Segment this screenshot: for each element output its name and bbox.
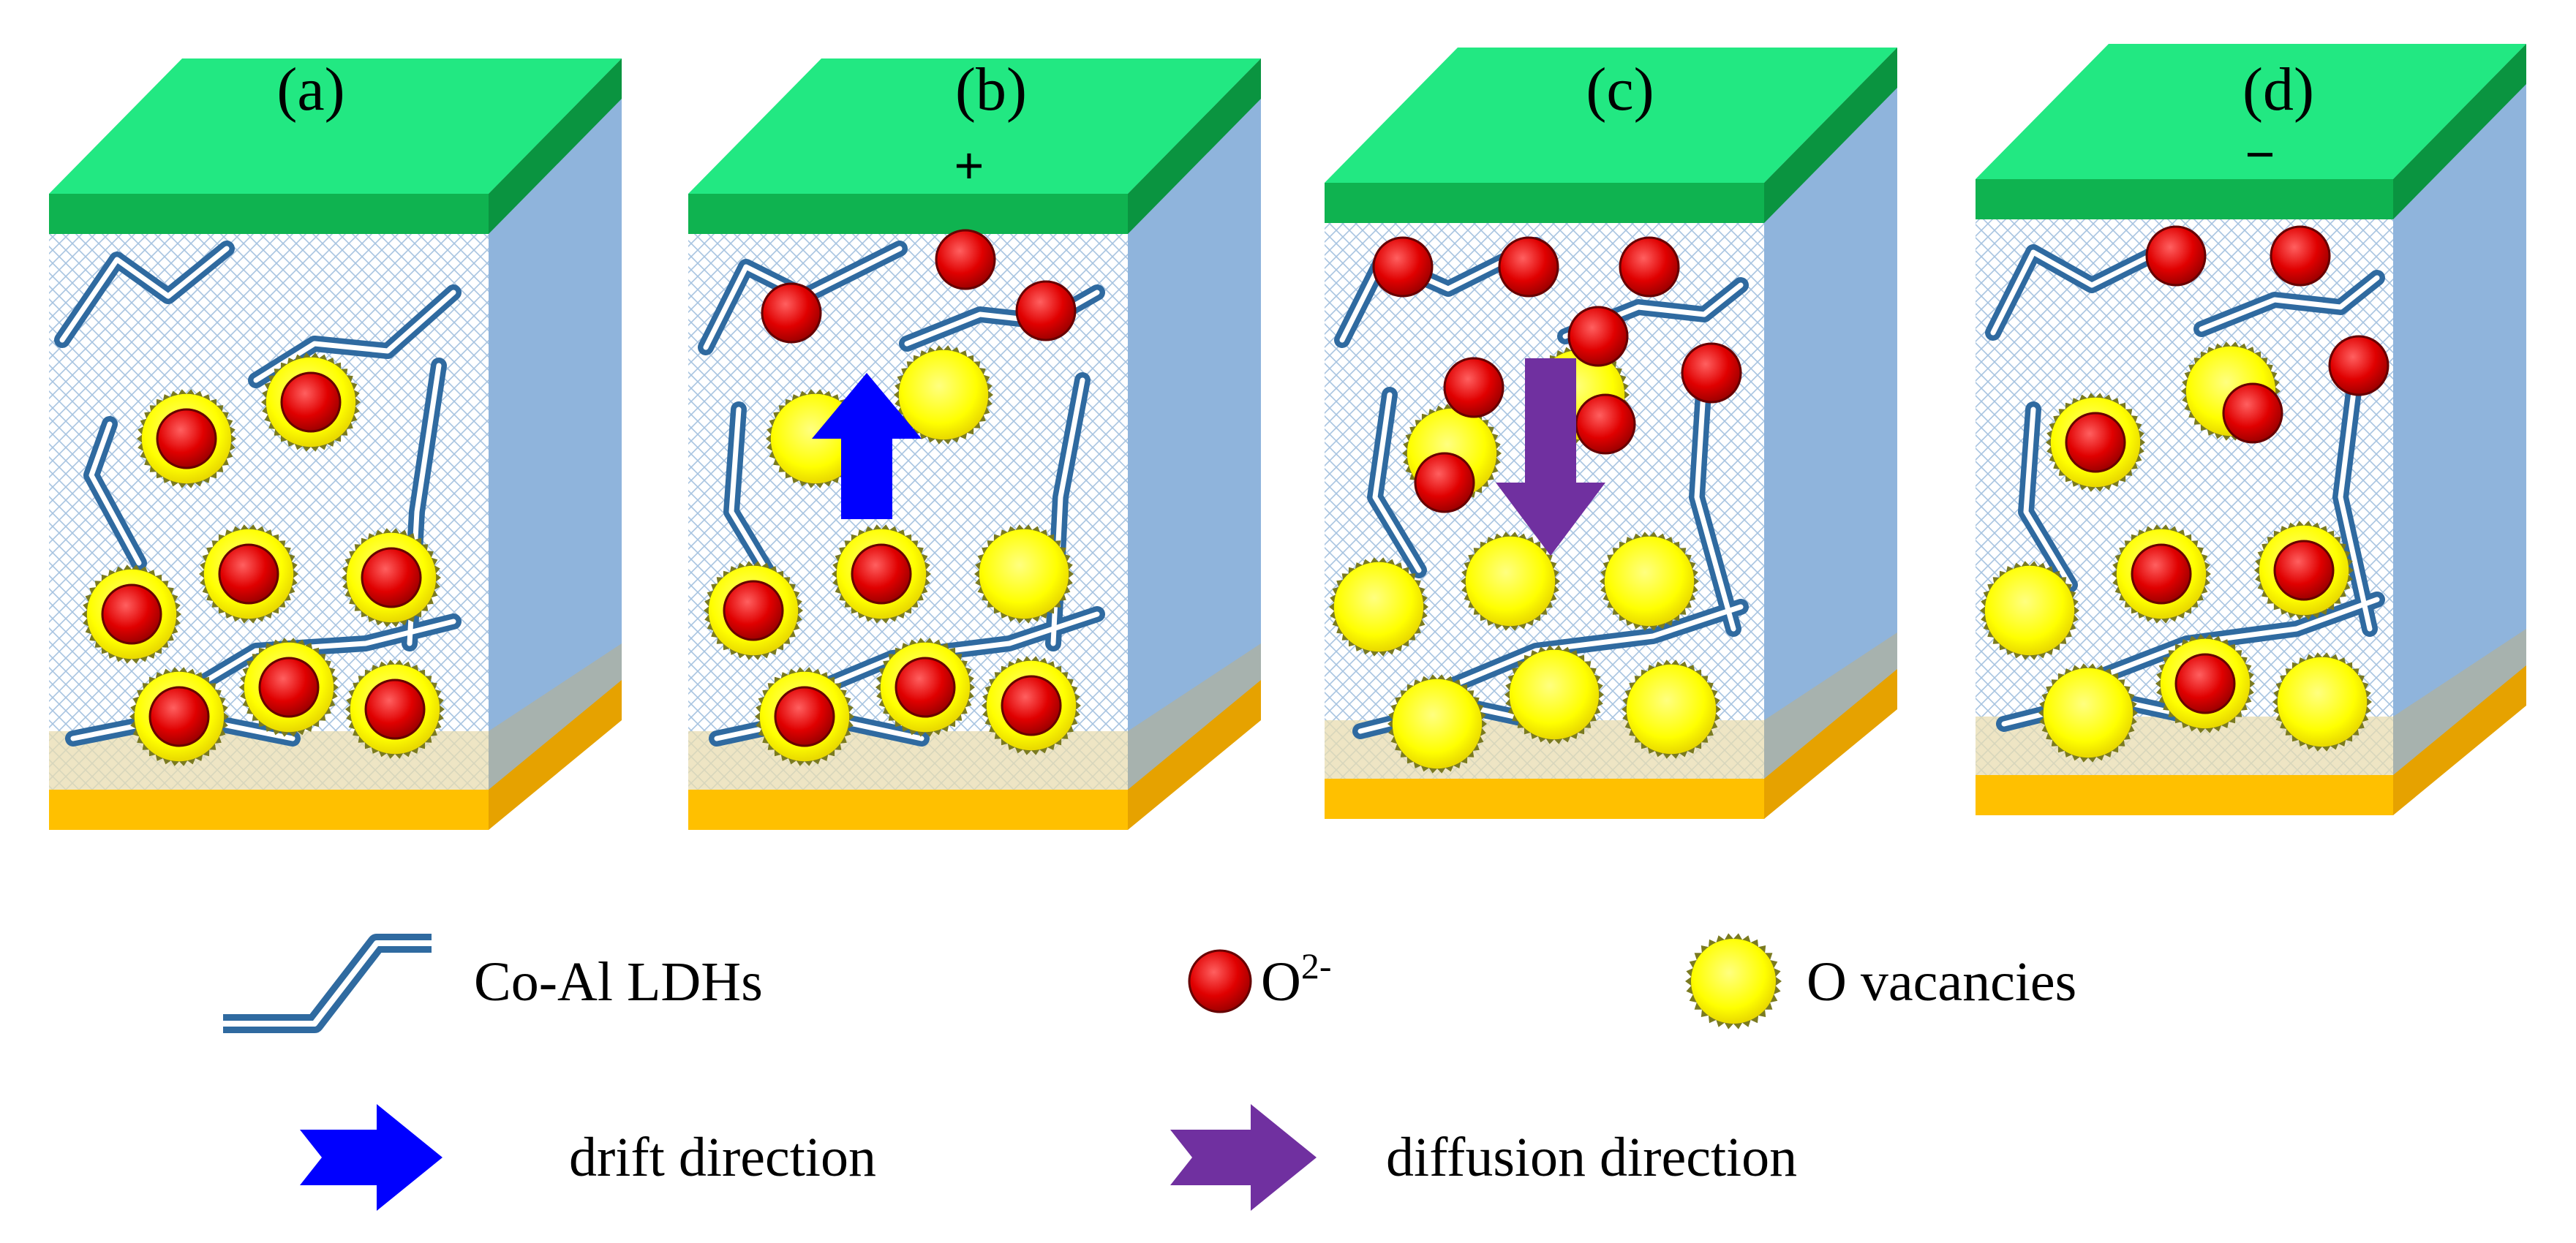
oxygen-vacancy bbox=[1329, 557, 1428, 657]
oxygen-ion-base: O bbox=[1261, 951, 1301, 1013]
legend-drift-label: drift direction bbox=[569, 1127, 876, 1188]
oxygen-ion bbox=[1001, 675, 1062, 736]
oxygen-ion bbox=[156, 408, 217, 469]
oxygen-ion bbox=[1372, 236, 1434, 298]
bottom-electrode-side bbox=[2393, 665, 2526, 815]
panel-label: (b) bbox=[955, 56, 1027, 124]
top-electrode-top bbox=[1976, 44, 2526, 179]
top-electrode-front bbox=[1325, 183, 1764, 223]
oxygen-ion bbox=[2145, 225, 2207, 287]
oxygen-vacancy bbox=[2272, 652, 2372, 752]
legend-diffusion-label: diffusion direction bbox=[1386, 1127, 1797, 1188]
oxygen-ion bbox=[1498, 236, 1559, 298]
oxygen-ion bbox=[1443, 357, 1504, 418]
oxygen-ion-superscript: 2- bbox=[1301, 945, 1332, 986]
top-electrode-front bbox=[49, 194, 489, 234]
oxygen-vacancy bbox=[1980, 561, 2079, 660]
bottom-electrode-front bbox=[1976, 775, 2393, 815]
oxygen-ion bbox=[1619, 236, 1680, 298]
bottom-region-side bbox=[489, 643, 622, 790]
oxygen-ion bbox=[2222, 382, 2283, 444]
zigzag-ldh-icon bbox=[223, 934, 432, 1033]
oxygen-ion bbox=[361, 547, 422, 608]
oxygen-ion bbox=[1567, 306, 1629, 367]
oxygen-vacancy bbox=[1622, 660, 1721, 759]
oxygen-ion bbox=[2174, 653, 2236, 714]
panel-label: (d) bbox=[2242, 56, 2314, 124]
top-electrode-front bbox=[688, 194, 1128, 234]
oxygen-vacancy bbox=[894, 345, 993, 445]
blue-arrow-icon bbox=[300, 1104, 442, 1211]
top-electrode-front bbox=[1976, 179, 2393, 219]
purple-arrow-icon bbox=[1170, 1104, 1317, 1211]
legend-vacancy-label: O vacancies bbox=[1807, 951, 2076, 1013]
oxygen-ion bbox=[895, 657, 956, 718]
oxygen-ion bbox=[148, 686, 210, 747]
oxygen-ion bbox=[2273, 540, 2335, 601]
oxygen-ion bbox=[851, 543, 912, 605]
side-face bbox=[489, 58, 622, 830]
oxygen-vacancy bbox=[1461, 532, 1560, 631]
oxygen-vacancy bbox=[1504, 645, 1604, 744]
particle-layer bbox=[82, 225, 2389, 774]
oxygen-ion bbox=[1575, 393, 1636, 455]
side-face bbox=[2393, 44, 2526, 815]
legend-ldh-label: Co-Al LDHs bbox=[474, 951, 763, 1013]
oxygen-vacancy bbox=[1387, 674, 1487, 774]
bottom-electrode-front bbox=[49, 790, 489, 830]
oxygen-ion bbox=[258, 657, 320, 718]
bottom-electrode-side bbox=[489, 680, 622, 830]
oxygen-ion bbox=[364, 679, 426, 740]
top-electrode-side bbox=[1128, 58, 1261, 234]
bottom-electrode-front bbox=[688, 790, 1128, 830]
top-electrode-side bbox=[1764, 48, 1897, 223]
oxygen-vacancy bbox=[1600, 532, 1699, 631]
side-face bbox=[1128, 58, 1261, 830]
oxygen-ion bbox=[280, 371, 342, 433]
oxygen-ion bbox=[218, 543, 279, 605]
panel-label: (c) bbox=[1586, 56, 1654, 124]
oxygen-ion bbox=[935, 229, 996, 290]
top-electrode-top bbox=[688, 58, 1261, 194]
oxygen-ion bbox=[2328, 335, 2389, 396]
oxygen-ion bbox=[1681, 342, 1742, 404]
oxygen-vacancy bbox=[2038, 663, 2138, 763]
top-electrode-side bbox=[2393, 44, 2526, 219]
oxygen-ion bbox=[1015, 280, 1077, 341]
bottom-region-side bbox=[2393, 629, 2526, 775]
oxygen-ion bbox=[723, 580, 784, 641]
panel-sign: + bbox=[954, 137, 984, 194]
bottom-electrode-side bbox=[1128, 680, 1261, 830]
bottom-region-side bbox=[1128, 643, 1261, 790]
panel-label: (a) bbox=[276, 56, 344, 124]
top-electrode-top bbox=[49, 58, 622, 194]
bottom-electrode-front bbox=[1325, 779, 1764, 819]
side-face bbox=[1764, 48, 1897, 819]
diffusion-arrow-icon bbox=[1496, 358, 1605, 556]
top-electrode-top bbox=[1325, 48, 1897, 183]
oxygen-vacancy bbox=[974, 524, 1074, 624]
panel-sign: − bbox=[2245, 126, 2275, 183]
drift-arrow-icon bbox=[812, 373, 922, 519]
oxygen-ion bbox=[101, 583, 162, 645]
oxygen-ion bbox=[2065, 412, 2126, 473]
oxygen-ion bbox=[2270, 225, 2331, 287]
red-ion-icon bbox=[1188, 949, 1252, 1013]
yellow-vacancy-icon bbox=[1685, 933, 1782, 1029]
bottom-electrode-side bbox=[1764, 669, 1897, 819]
bottom-region-side bbox=[1764, 632, 1897, 779]
oxygen-ion bbox=[1414, 452, 1475, 513]
legend: Co-Al LDHs O2- O vacancies drift directi… bbox=[223, 933, 2076, 1211]
top-electrode-side bbox=[489, 58, 622, 234]
oxygen-ion bbox=[761, 282, 822, 344]
oxygen-ion bbox=[774, 686, 835, 747]
legend-oxygen-ion-label: O2- bbox=[1261, 945, 1332, 1013]
oxygen-ion bbox=[2131, 543, 2192, 605]
